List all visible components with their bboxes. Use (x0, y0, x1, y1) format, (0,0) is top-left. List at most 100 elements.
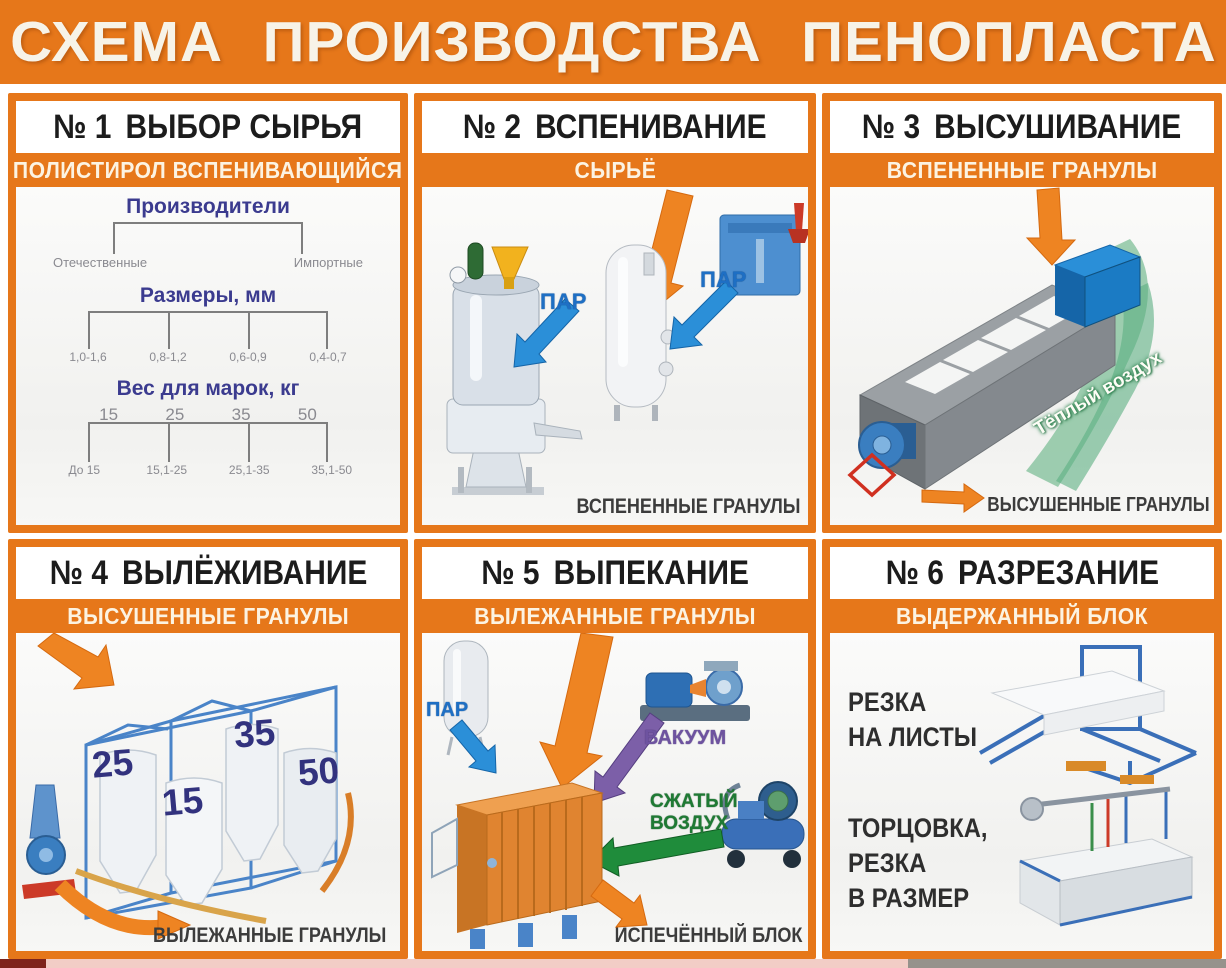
panel-3-title: ВЫСУШИВАНИЕ (934, 107, 1182, 146)
weight-range-2: 15,1-25 (146, 463, 188, 477)
panel-2-number: № 2 (463, 107, 522, 146)
size-range-3: 0,6-0,9 (229, 350, 267, 364)
mark-35: 35 (231, 405, 251, 424)
panel-3-subtitle-strip: ВСПЕНЕННЫЕ ГРАНУЛЫ (830, 153, 1214, 187)
panel-2-foaming: № 2 ВСПЕНИВАНИЕ СЫРЬЁ (414, 93, 816, 533)
panel-6-cutting: № 6 РАЗРЕЗАНИЕ ВЫДЕРЖАННЫЙ БЛОК (822, 539, 1222, 959)
output-arrow-icon (590, 879, 648, 928)
silo-mark-50: 50 (296, 749, 341, 794)
pipe (319, 792, 354, 893)
steam-arrow-icon (449, 719, 497, 774)
panel-3-header: № 3 ВЫСУШИВАНИЕ (830, 101, 1214, 153)
raw-material-tree: Производители Отечественные Импортные Ра… (16, 187, 400, 525)
trim-label: ТОРЦОВКА, РЕЗКА В РАЗМЕР (848, 813, 988, 914)
panel-3-body: Тёплый воздух ВЫСУШЕННЫЕ ГРАНУЛЫ (830, 187, 1214, 525)
panel-6-number: № 6 (885, 553, 944, 592)
molding-illustration (431, 633, 805, 949)
panel-2-body: ПАР ПАР ВСПЕНЕННЫЕ ГРАНУЛЫ (422, 187, 808, 525)
sizes-bracket (88, 311, 328, 349)
vacuum-label: ВАКУУМ (644, 727, 727, 749)
pipe (74, 868, 267, 924)
steam-generator (719, 203, 808, 296)
weight-range-1: До 15 (68, 463, 101, 477)
drying-illustration (847, 187, 1154, 513)
compressed-air-arrow-icon (589, 828, 725, 877)
panel-6-subtitle-strip: ВЫДЕРЖАННЫЙ БЛОК (830, 599, 1214, 633)
silo-mark-35: 35 (232, 711, 277, 756)
storage-tank (605, 244, 676, 421)
panel-1-raw-material: № 1 ВЫБОР СЫРЬЯ ПОЛИСТИРОЛ ВСПЕНИВАЮЩИЙС… (8, 93, 408, 533)
vacuum-pump (640, 661, 750, 721)
panel-2-header: № 2 ВСПЕНИВАНИЕ (422, 101, 808, 153)
panel-grid: № 1 ВЫБОР СЫРЬЯ ПОЛИСТИРОЛ ВСПЕНИВАЮЩИЙС… (8, 93, 1222, 959)
silo-mark-15: 15 (160, 779, 205, 824)
panel-2-title: ВСПЕНИВАНИЕ (535, 107, 767, 146)
cutting-illustration (978, 645, 1197, 927)
inflow-arrow-icon (539, 633, 614, 789)
panel-5-header: № 5 ВЫПЕКАНИЕ (422, 547, 808, 599)
panel-1-number: № 1 (53, 107, 112, 146)
panel-6-title: РАЗРЕЗАНИЕ (957, 553, 1159, 592)
panel-4-conditioning: № 4 ВЫЛЁЖИВАНИЕ ВЫСУШЕННЫЕ ГРАНУЛЫ (8, 539, 408, 959)
fabric-silos (99, 723, 337, 906)
vacuum-arrow-icon (593, 712, 665, 804)
panel-6-subtitle: ВЫДЕРЖАННЫЙ БЛОК (895, 602, 1149, 629)
sheet-cutter-machine (978, 645, 1197, 786)
panel-4-body: 25 15 35 50 ВЫЛЕЖАННЫЕ ГРАНУЛЫ (16, 633, 400, 951)
steam-label-2: ПАР (700, 267, 747, 292)
compressor (721, 781, 805, 868)
pre-foamer-machine (446, 242, 583, 495)
panel-3-subtitle: ВСПЕНЕННЫЕ ГРАНУЛЫ (886, 156, 1158, 183)
weights-label: Вес для марок, кг (116, 377, 300, 400)
producers-bracket (113, 222, 303, 254)
poster-title: СХЕМА ПРОИЗВОДСТВА ПЕНОПЛАСТА (9, 10, 1217, 74)
sizes-label: Размеры, мм (139, 284, 277, 307)
panel-4-number: № 4 (49, 553, 108, 592)
compressed-air-label: СЖАТЫЙ ВОЗДУХ (650, 791, 738, 834)
block-mold-machine (431, 782, 604, 949)
panel-5-number: № 5 (481, 553, 540, 592)
steam-arrow-left-icon (513, 298, 580, 368)
progress-strip-segment-dark (0, 959, 46, 968)
cut-sheets-label: РЕЗКА НА ЛИСТЫ (848, 687, 978, 753)
output-arrow-icon (921, 483, 985, 513)
size-range-4: 0,4-0,7 (309, 350, 347, 364)
progress-strip-segment-gray (908, 959, 1226, 968)
panel-6-header: № 6 РАЗРЕЗАНИЕ (830, 547, 1214, 599)
panel-2-subtitle: СЫРЬЁ (574, 156, 656, 183)
producers-domestic: Отечественные (53, 255, 148, 270)
panel-1-subtitle-strip: ПОЛИСТИРОЛ ВСПЕНИВАЮЩИЙСЯ (13, 153, 402, 187)
fan-frame-icon (847, 452, 897, 498)
bottom-progress-strip (0, 959, 1226, 968)
panel-4-header: № 4 ВЫЛЁЖИВАНИЕ (16, 547, 400, 599)
panel-2-subtitle-strip: СЫРЬЁ (422, 153, 808, 187)
mark-50: 50 (297, 405, 317, 424)
panel-4-title: ВЫЛЁЖИВАНИЕ (121, 553, 367, 592)
panel-5-molding: № 5 ВЫПЕКАНИЕ ВЫЛЕЖАННЫЕ ГРАНУЛЫ (414, 539, 816, 959)
panel-4-output-label: ВЫЛЕЖАННЫЕ ГРАНУЛЫ (152, 924, 386, 947)
panel-1-header: № 1 ВЫБОР СЫРЬЯ (16, 101, 400, 153)
foaming-illustration (446, 189, 808, 495)
panel-4-subtitle: ВЫСУШЕННЫЕ ГРАНУЛЫ (67, 602, 349, 629)
producers-imported: Импортные (293, 255, 363, 270)
panel-5-subtitle: ВЫЛЕЖАННЫЕ ГРАНУЛЫ (474, 602, 756, 629)
panel-1-title: ВЫБОР СЫРЬЯ (125, 107, 363, 146)
steam-arrow-right-icon (669, 280, 739, 350)
panel-4-subtitle-strip: ВЫСУШЕННЫЕ ГРАНУЛЫ (16, 599, 400, 633)
weight-range-3: 25,1-35 (228, 463, 270, 477)
producers-label: Производители (126, 195, 290, 218)
conditioning-illustration (22, 633, 354, 940)
panel-6-body: РЕЗКА НА ЛИСТЫ ТОРЦОВКА, РЕЗКА В РАЗМЕР (830, 633, 1214, 951)
panel-5-title: ВЫПЕКАНИЕ (553, 553, 749, 592)
size-range-2: 0,8-1,2 (149, 350, 187, 364)
panel-5-output-label: ИСПЕЧЁННЫЙ БЛОК (614, 924, 802, 947)
weight-range-4: 35,1-50 (311, 463, 353, 477)
mark-25: 25 (165, 405, 185, 424)
panel-5-body: ПАР ВАКУУМ СЖАТЫЙ ВОЗДУХ ИСПЕЧЁННЫЙ БЛОК (422, 633, 808, 951)
title-banner: СХЕМА ПРОИЗВОДСТВА ПЕНОПЛАСТА (0, 0, 1226, 84)
steam-label: ПАР (426, 699, 469, 721)
size-range-1: 1,0-1,6 (69, 350, 107, 364)
silo-mark-25: 25 (90, 741, 135, 786)
mark-15: 15 (99, 405, 119, 424)
